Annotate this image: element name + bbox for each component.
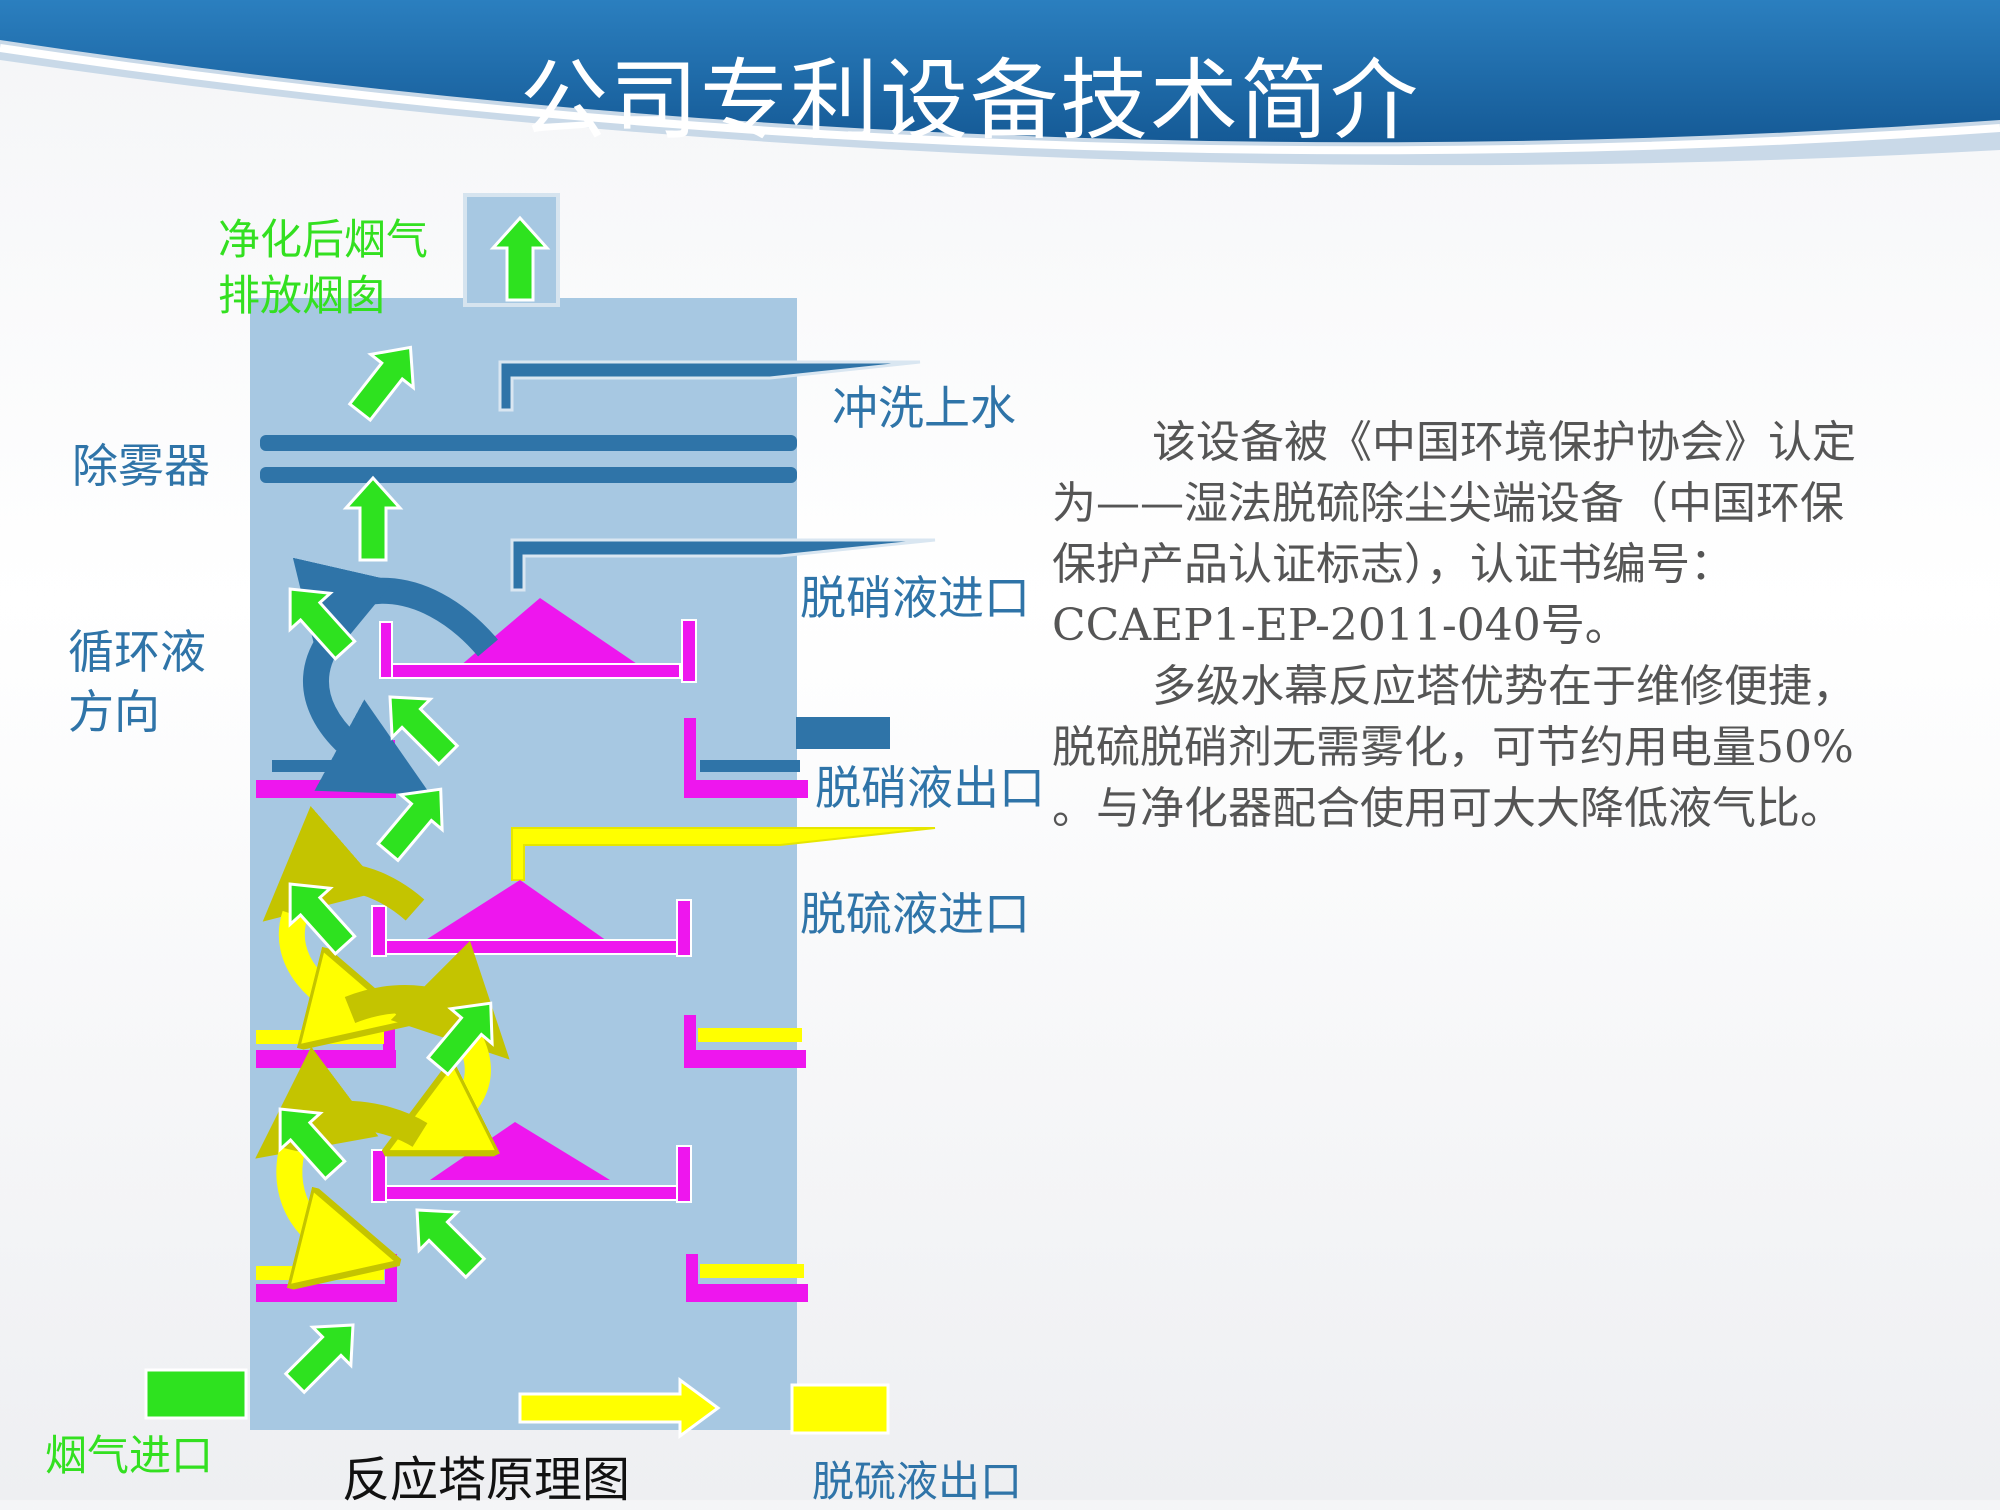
- shelf-3-right-wall: [686, 1254, 698, 1302]
- distributor-cone-2: [410, 880, 620, 950]
- gas-arrow-stage2-right: [425, 1001, 494, 1077]
- liquid-3-right: [700, 1264, 804, 1278]
- circulation-arrow-yellow-2: [430, 1034, 478, 1130]
- tray-1: [379, 663, 681, 679]
- liquid-1-right: [700, 760, 800, 772]
- tray-1-wall-left: [379, 621, 393, 679]
- shelf-2-right-wall: [684, 1015, 696, 1068]
- shelf-2-left-wall: [383, 1012, 395, 1068]
- desc-p2-line2: 脱硫脱硝剂无需雾化，可节约用电量50%: [1052, 722, 1854, 773]
- gas-arrow-stage1-rise: [375, 787, 444, 863]
- shelf-3-left-wall: [385, 1254, 397, 1302]
- shelf-1-left: [256, 780, 396, 798]
- demister-bar-upper: [260, 435, 797, 451]
- shelf-1-right-wall: [684, 718, 696, 798]
- shelf-1-right: [686, 780, 808, 798]
- desulfurization-inlet-pipe: [511, 827, 936, 881]
- tray-1-wall-right: [681, 619, 697, 683]
- tray-3-wall-left: [371, 1149, 387, 1203]
- shelf-3-right: [686, 1284, 808, 1302]
- tray-2: [374, 939, 684, 955]
- circulation-arrow-yellow-3: [276, 1146, 350, 1250]
- label-clean-gas-line2: 排放烟囱: [218, 271, 387, 320]
- label-circulation: 循环液 方向: [68, 622, 206, 742]
- denitration-outlet-pipe: [796, 717, 890, 749]
- desc-p2-line1: 多级水幕反应塔优势在于维修便捷，: [1152, 661, 1856, 712]
- liquid-3-left: [256, 1266, 384, 1280]
- label-desulfurization-outlet: 脱硫液出口: [812, 1457, 1023, 1506]
- shelf-2-right: [684, 1050, 806, 1068]
- label-denitration-outlet: 脱硝液出口: [815, 761, 1045, 815]
- gas-arrow-stage2-left: [288, 882, 357, 956]
- denitration-inlet-pipe: [510, 538, 936, 592]
- gas-arrow-stage3-inner: [415, 1208, 487, 1280]
- label-circulation-line2: 方向: [68, 685, 160, 739]
- liquid-2-left: [256, 1030, 384, 1044]
- tray-2-wall-left: [371, 905, 387, 957]
- circulation-arrow-yellow-1: [278, 910, 360, 1010]
- demister-bar-lower: [260, 467, 797, 483]
- flush-water-pipe: [498, 360, 921, 412]
- gas-arrow-stage1-left: [288, 587, 357, 661]
- liquid-flow-arrow: [518, 1377, 721, 1439]
- label-clean-gas: 净化后烟气 排放烟囱: [218, 212, 428, 324]
- label-flue-gas-inlet: 烟气进口: [45, 1431, 214, 1480]
- desc-p1-line2: 为——湿法脱硫除尘尖端设备（中国环保: [1052, 478, 1844, 529]
- tray-3: [374, 1185, 684, 1201]
- desulfurization-outlet-pipe: [790, 1383, 890, 1435]
- distributor-cone-3: [430, 1122, 610, 1180]
- diagram-caption: 反应塔原理图: [342, 1452, 631, 1508]
- page-title: 公司专利设备技术简介: [519, 49, 1420, 152]
- header-banner: [0, 0, 2000, 166]
- shelf-3-left: [256, 1284, 396, 1302]
- label-flush-water: 冲洗上水: [832, 381, 1016, 435]
- distributor-cone-1: [460, 598, 640, 666]
- circulation-arrow-blue-1: [293, 557, 498, 671]
- gas-arrow-stage1-inner: [388, 695, 460, 767]
- gas-arrow-top: [347, 345, 416, 423]
- gas-arrow-inlet: [283, 1323, 355, 1395]
- circulation-arrow-olive-1: [262, 806, 425, 922]
- desc-p1-line4: CCAEP1-EP-2011-040号。: [1052, 600, 1629, 651]
- tray-3-wall-right: [676, 1145, 692, 1203]
- circulation-arrow-blue-2: [303, 632, 431, 795]
- label-circulation-line1: 循环液: [68, 625, 206, 679]
- gas-arrow-demister: [342, 475, 404, 562]
- label-demister: 除雾器: [72, 439, 210, 493]
- shelf-2-left: [256, 1050, 396, 1068]
- label-denitration-inlet: 脱硝液进口: [800, 571, 1030, 625]
- label-clean-gas-line1: 净化后烟气: [218, 215, 429, 264]
- desc-p2-line3: 。与净化器配合使用可大大降低液气比。: [1052, 783, 1844, 834]
- label-desulfurization-inlet: 脱硫液进口: [800, 887, 1030, 941]
- tray-2-wall-right: [676, 899, 692, 957]
- flue-gas-inlet-pipe: [144, 1368, 248, 1420]
- description-text: 该设备被《中国环境保护协会》认定 为——湿法脱硫除尘尖端设备（中国环保 保护产品…: [1052, 412, 1957, 839]
- gas-arrow-stack: [489, 215, 551, 302]
- gas-arrow-stage3-left: [278, 1107, 347, 1181]
- desc-p1-line3: 保护产品认证标志），认证书编号：: [1052, 539, 1734, 590]
- desc-p1-line1: 该设备被《中国环境保护协会》认定: [1152, 417, 1856, 468]
- liquid-2-right: [698, 1028, 802, 1042]
